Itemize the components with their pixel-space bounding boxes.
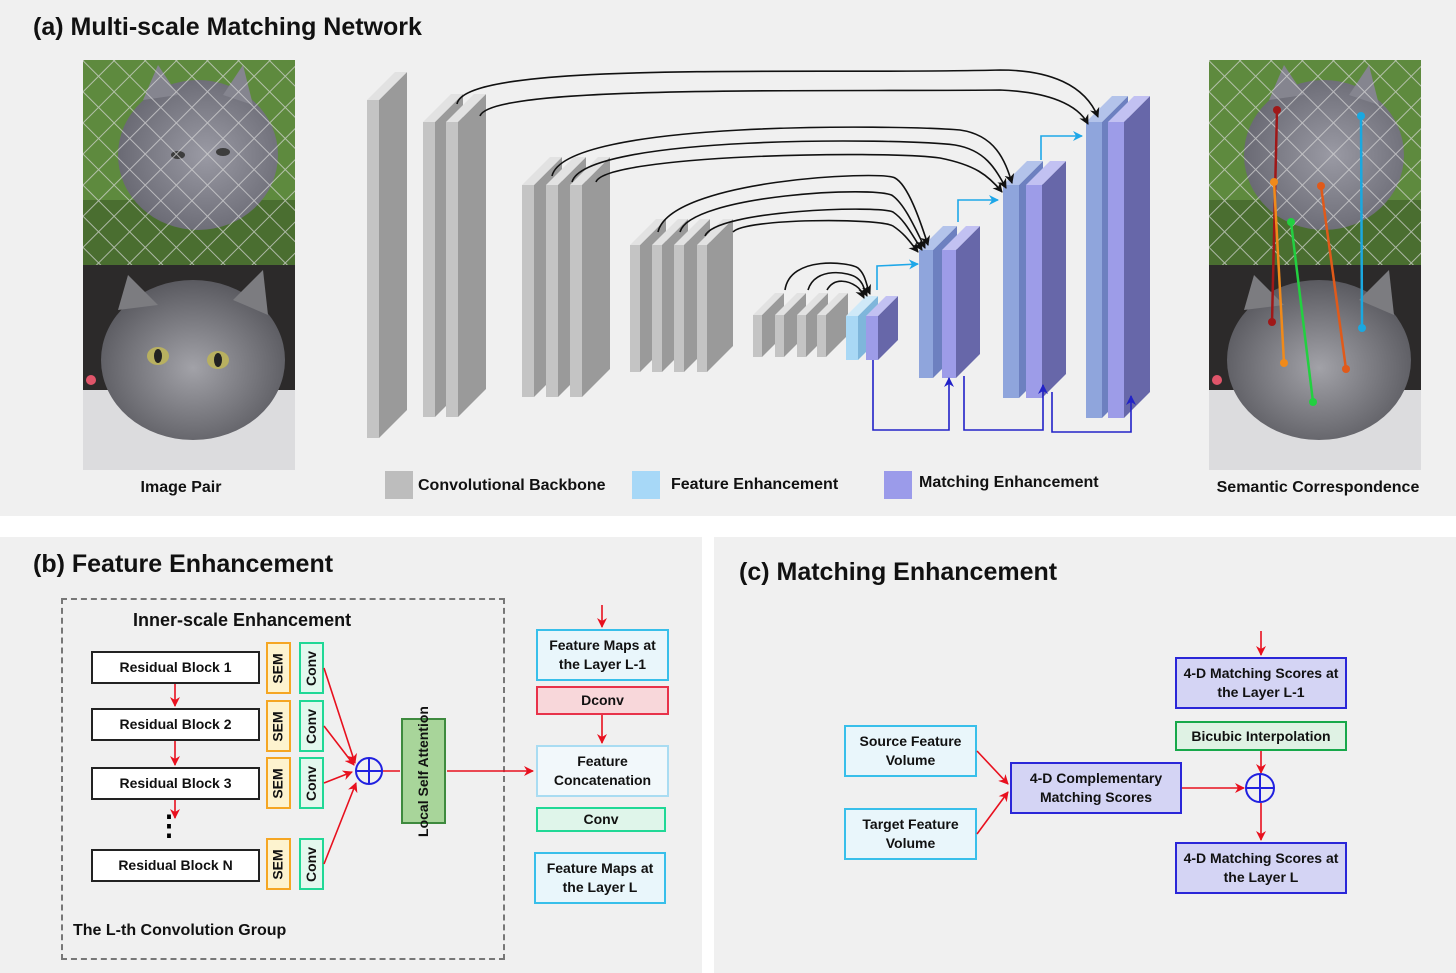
conv-box: Conv xyxy=(536,807,666,832)
network-layer-10 xyxy=(697,219,733,372)
residual-block-2: Residual Block 2 xyxy=(91,708,260,741)
sem-n: SEM xyxy=(266,838,291,890)
convolution-group-boundary xyxy=(61,598,505,960)
panel-c-arrows xyxy=(976,631,1275,841)
panel-c-title: (c) Matching Enhancement xyxy=(739,558,1058,586)
panel-a-title: (a) Multi-scale Matching Network xyxy=(33,13,422,41)
network-layer-11 xyxy=(753,293,784,357)
convolution-group-caption: The L-th Convolution Group xyxy=(73,922,287,939)
residual-block-1: Residual Block 1 xyxy=(91,651,260,684)
semantic-correspondence-image xyxy=(1209,60,1421,470)
matching-scores-curr: 4-D Matching Scores at the Layer L xyxy=(1175,842,1347,894)
panel-b-title: (b) Feature Enhancement xyxy=(33,550,334,578)
sem-3: SEM xyxy=(266,757,291,809)
network-layer-16 xyxy=(866,296,898,360)
feature-maps-prev: Feature Maps at the Layer L-1 xyxy=(536,629,669,681)
source-feature-volume: Source Feature Volume xyxy=(844,725,977,777)
network-layer-6 xyxy=(570,157,610,397)
residual-block-3: Residual Block 3 xyxy=(91,767,260,800)
local-self-attention: Local Self Attention xyxy=(401,706,446,836)
network-layer-22 xyxy=(1108,96,1150,418)
legend-swatch-feature xyxy=(632,471,660,499)
conv-1: Conv xyxy=(299,642,324,694)
image-pair-caption: Image Pair xyxy=(140,479,222,496)
feature-maps-curr: Feature Maps at the Layer L xyxy=(534,852,666,904)
legend-swatch-backbone xyxy=(385,471,413,499)
complementary-matching-scores: 4-D Complementary Matching Scores xyxy=(1010,762,1182,814)
panel-matching-enhancement xyxy=(714,537,1456,973)
conv-n: Conv xyxy=(299,838,324,890)
network-layer-12 xyxy=(775,293,806,357)
dconv-box: Dconv xyxy=(536,686,669,715)
conv-2: Conv xyxy=(299,700,324,752)
conv-3: Conv xyxy=(299,757,324,809)
semantic-correspondence-caption: Semantic Correspondence xyxy=(1216,479,1420,496)
network-layer-1 xyxy=(367,72,407,438)
feature-concatenation: Feature Concatenation xyxy=(536,745,669,797)
network-layer-3 xyxy=(446,94,486,417)
network-layer-18 xyxy=(942,226,980,378)
image-pair xyxy=(83,60,295,470)
network-layer-14 xyxy=(817,293,848,357)
panel-b-arrows xyxy=(170,605,607,865)
sem-1: SEM xyxy=(266,642,291,694)
legend-label-matching: Matching Enhancement xyxy=(919,474,1099,491)
matching-scores-prev: 4-D Matching Scores at the Layer L-1 xyxy=(1175,657,1347,709)
target-feature-volume: Target Feature Volume xyxy=(844,808,977,860)
residual-block-n: Residual Block N xyxy=(91,849,260,882)
network-diagram xyxy=(367,69,1150,438)
bicubic-interpolation: Bicubic Interpolation xyxy=(1175,721,1347,751)
inner-scale-title: Inner-scale Enhancement xyxy=(133,610,352,630)
network-layer-20 xyxy=(1026,161,1066,398)
legend-label-backbone: Convolutional Backbone xyxy=(418,477,606,494)
legend-label-feature: Feature Enhancement xyxy=(671,476,839,493)
sem-2: SEM xyxy=(266,700,291,752)
legend-swatch-matching xyxy=(884,471,912,499)
